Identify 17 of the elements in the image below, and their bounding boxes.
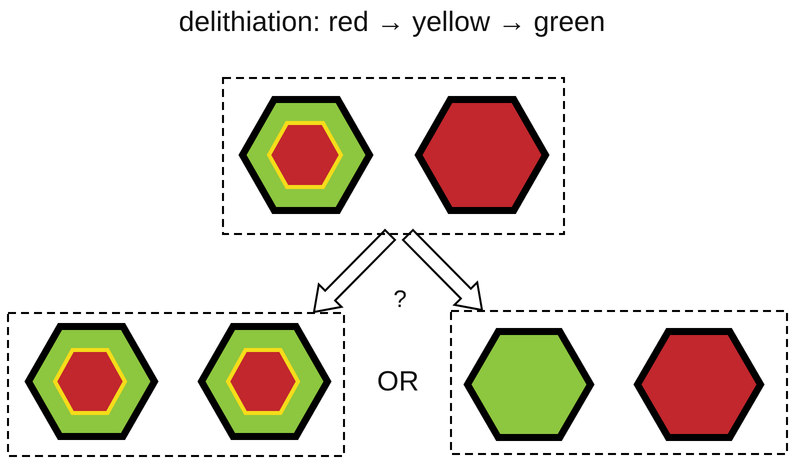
question-mark-label: ? (393, 286, 407, 314)
hexagon-particle (25, 323, 158, 440)
hexagon-particle (464, 328, 594, 441)
hexagon-particle (239, 96, 373, 214)
dashed-frame (7, 312, 345, 457)
hollow-arrow (312, 228, 396, 314)
hexagon-particle (634, 328, 764, 441)
dashed-frame (222, 77, 565, 235)
hollow-arrow (402, 228, 484, 312)
hexagon-core (53, 348, 127, 415)
hexagon-particle (415, 96, 549, 214)
or-label: OR (377, 366, 419, 398)
hexagon-particle (198, 323, 331, 440)
dashed-frame (450, 310, 788, 455)
hexagon-core (226, 348, 300, 415)
hexagon-core (267, 121, 343, 189)
title: delithiation: red → yellow → green (178, 5, 606, 39)
